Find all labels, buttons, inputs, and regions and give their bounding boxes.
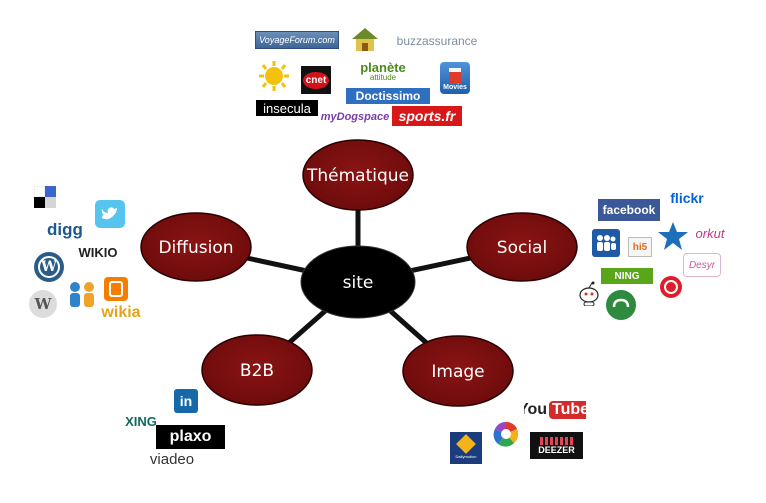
logo-mydogspace[interactable]: myDogspace <box>319 108 391 126</box>
wikipedia-icon[interactable]: W <box>29 290 57 318</box>
logo-movies-text: Movies <box>443 83 467 91</box>
logo-wikia[interactable]: wikia <box>92 303 150 323</box>
logo-deezer[interactable]: DEEZER <box>530 432 583 459</box>
equalizer-icon <box>539 436 574 445</box>
people-icon[interactable] <box>67 280 97 308</box>
logo-insecula-text: insecula <box>263 100 311 116</box>
logo-viadeo[interactable]: viadeo <box>142 449 202 469</box>
logo-youtube-tube: Tube <box>549 401 586 419</box>
logo-ning[interactable]: NING <box>601 268 653 284</box>
node-b2b-label: B2B <box>240 361 274 381</box>
logo-youtube[interactable]: You Tube <box>524 398 586 422</box>
node-social[interactable]: Social <box>466 212 578 282</box>
blogger-icon[interactable] <box>104 277 128 301</box>
logo-buzzassurance-text: buzzassurance <box>396 34 478 48</box>
logo-facebook-text: facebook <box>602 203 656 217</box>
star-icon[interactable] <box>657 220 689 252</box>
logo-plaxo[interactable]: plaxo <box>156 425 225 449</box>
node-image[interactable]: Image <box>402 335 514 407</box>
popcorn-icon <box>449 67 461 84</box>
logo-linkedin[interactable]: in <box>174 389 198 413</box>
dailymotion-icon <box>456 434 476 454</box>
node-center[interactable]: site <box>300 245 416 319</box>
logo-flickr[interactable]: flickr <box>664 189 710 207</box>
logo-insecula[interactable]: insecula <box>256 100 318 116</box>
picasa-icon[interactable] <box>492 420 520 448</box>
node-thematique-label: Thématique <box>306 166 409 186</box>
logo-hi5-text: hi5 <box>632 241 648 253</box>
logo-desyr-text: Desyr <box>688 259 716 271</box>
node-social-label: Social <box>497 238 547 258</box>
logo-sports-fr[interactable]: sports.fr <box>392 106 462 126</box>
logo-doctissimo[interactable]: Doctissimo <box>346 88 430 104</box>
logo-cnet-text: cnet <box>302 71 330 89</box>
reddit-icon[interactable] <box>578 280 600 306</box>
logo-viadeo-text: viadeo <box>149 450 195 468</box>
logo-planete-main: planète <box>360 59 406 75</box>
node-b2b[interactable]: B2B <box>201 334 313 406</box>
logo-wikio-text: WIKIO <box>78 244 118 260</box>
logo-ning-text: NING <box>614 270 640 282</box>
logo-planete-sub: attitude <box>369 72 397 82</box>
logo-deezer-text: DEEZER <box>538 444 575 455</box>
logo-wikia-text: wikia <box>101 304 141 321</box>
logo-voyageforum-text: VoyageForum.com <box>259 35 335 45</box>
house-icon[interactable] <box>350 26 380 52</box>
logo-desyr[interactable]: Desyr <box>683 253 721 277</box>
bebo-icon[interactable] <box>660 276 682 298</box>
node-diffusion-label: Diffusion <box>158 238 233 258</box>
logo-hi5[interactable]: hi5 <box>628 237 652 257</box>
logo-cnet[interactable]: cnet <box>301 66 331 94</box>
logo-buzzassurance[interactable]: buzzassurance <box>392 33 482 49</box>
node-diffusion[interactable]: Diffusion <box>140 212 252 282</box>
logo-linkedin-text: in <box>179 393 193 409</box>
logo-xing-text: XING <box>125 413 157 429</box>
node-image-label: Image <box>431 362 484 382</box>
logo-flickr-text: flickr <box>670 190 704 206</box>
sun-icon[interactable] <box>257 60 291 92</box>
logo-dailymotion[interactable]: Dailymotion <box>450 432 482 464</box>
logo-mydogspace-text: myDogspace <box>320 111 390 123</box>
logo-planete-attitude[interactable]: planète attitude <box>355 56 411 86</box>
logo-digg-text: digg <box>47 220 83 239</box>
logo-wikio[interactable]: WIKIO <box>70 243 126 261</box>
wordpress-icon[interactable]: W <box>34 252 64 282</box>
logo-facebook[interactable]: facebook <box>598 199 660 221</box>
stumbleupon-icon[interactable] <box>606 290 636 320</box>
myspace-icon[interactable] <box>592 229 620 257</box>
node-center-label: site <box>343 273 374 293</box>
logo-xing[interactable]: XING <box>116 412 166 430</box>
logo-digg[interactable]: digg <box>47 219 83 241</box>
logo-voyageforum[interactable]: VoyageForum.com <box>255 31 339 49</box>
logo-youtube-you: You <box>524 401 547 418</box>
logo-doctissimo-text: Doctissimo <box>355 89 421 103</box>
logo-orkut[interactable]: orkut <box>690 224 730 242</box>
node-thematique[interactable]: Thématique <box>302 139 414 211</box>
logo-orkut-text: orkut <box>695 225 725 241</box>
delicious-icon[interactable] <box>34 186 56 208</box>
logo-plaxo-text: plaxo <box>169 428 212 445</box>
logo-movies[interactable]: Movies <box>440 62 470 94</box>
twitter-icon[interactable] <box>95 200 125 228</box>
logo-dailymotion-text: Dailymotion <box>455 454 477 459</box>
logo-sports-text: sports.fr <box>398 108 456 124</box>
